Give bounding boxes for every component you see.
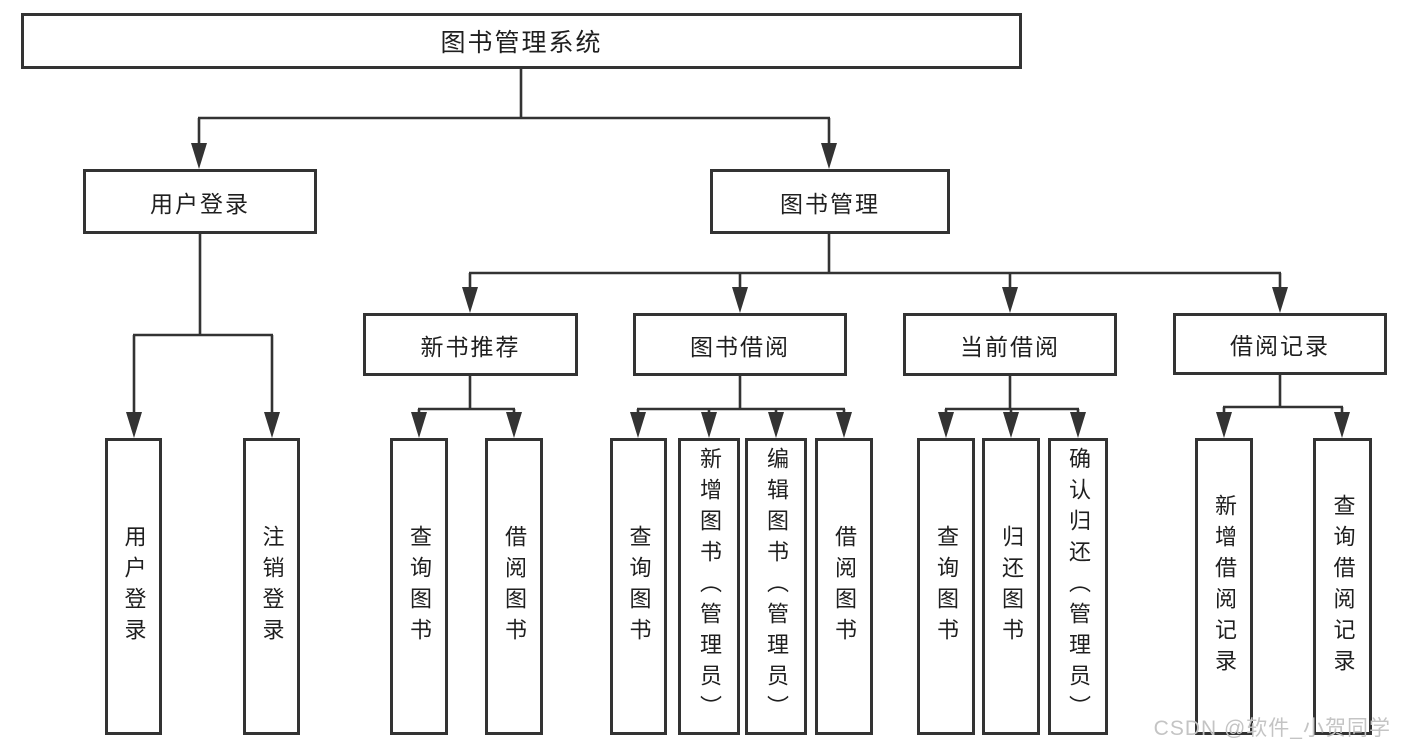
- leaf-cb-confirm-return-label: 确认归还（管理员）: [1066, 447, 1091, 726]
- node-root-label: 图书管理系统: [440, 29, 603, 57]
- leaf-br-add-record-label: 新增借阅记录: [1212, 493, 1237, 680]
- leaf-br-add-record: 新增借阅记录: [1195, 438, 1253, 735]
- leaf-nb-borrow-books-label: 借阅图书: [502, 524, 527, 649]
- node-current-borrowing: 当前借阅: [903, 313, 1117, 376]
- leaf-cb-return-books: 归还图书: [982, 438, 1040, 735]
- node-new-book-recommend-label: 新书推荐: [420, 333, 521, 360]
- node-current-borrowing-label: 当前借阅: [960, 333, 1060, 360]
- leaf-nb-query-books-label: 查询图书: [407, 524, 432, 649]
- leaf-bb-borrow-books-label: 借阅图书: [832, 524, 857, 649]
- node-user-login: 用户登录: [83, 169, 317, 234]
- leaf-logout-label: 注销登录: [259, 524, 285, 649]
- node-book-management-label: 图书管理: [780, 190, 880, 217]
- leaf-nb-borrow-books: 借阅图书: [485, 438, 543, 735]
- leaf-bb-add-books-label: 新增图书（管理员）: [697, 447, 722, 726]
- leaf-bb-edit-books-label: 编辑图书（管理员）: [764, 447, 789, 726]
- leaf-bb-query-books-label: 查询图书: [626, 524, 652, 649]
- node-book-management: 图书管理: [710, 169, 950, 234]
- node-borrowing-records-label: 借阅记录: [1230, 333, 1330, 359]
- node-book-borrowing-label: 图书借阅: [690, 333, 790, 360]
- leaf-bb-edit-books: 编辑图书（管理员）: [745, 438, 807, 735]
- leaf-user-login: 用户登录: [105, 438, 162, 735]
- leaf-logout: 注销登录: [243, 438, 300, 735]
- node-borrowing-records: 借阅记录: [1173, 313, 1387, 375]
- leaf-cb-query-books-label: 查询图书: [934, 524, 959, 649]
- leaf-bb-query-books: 查询图书: [610, 438, 667, 735]
- leaf-cb-return-books-label: 归还图书: [999, 524, 1024, 649]
- node-user-login-label: 用户登录: [150, 190, 250, 217]
- leaf-br-query-record-label: 查询借阅记录: [1330, 493, 1356, 680]
- node-new-book-recommend: 新书推荐: [363, 313, 578, 376]
- watermark: CSDN @软件_小贺同学: [1153, 717, 1391, 740]
- leaf-cb-query-books: 查询图书: [917, 438, 975, 735]
- node-root-system: 图书管理系统: [21, 13, 1022, 69]
- leaf-user-login-label: 用户登录: [121, 524, 147, 649]
- leaf-bb-add-books: 新增图书（管理员）: [678, 438, 740, 735]
- leaf-nb-query-books: 查询图书: [390, 438, 448, 735]
- leaf-bb-borrow-books: 借阅图书: [815, 438, 873, 735]
- leaf-br-query-record: 查询借阅记录: [1313, 438, 1372, 735]
- leaf-cb-confirm-return: 确认归还（管理员）: [1048, 438, 1108, 735]
- node-book-borrowing: 图书借阅: [633, 313, 847, 376]
